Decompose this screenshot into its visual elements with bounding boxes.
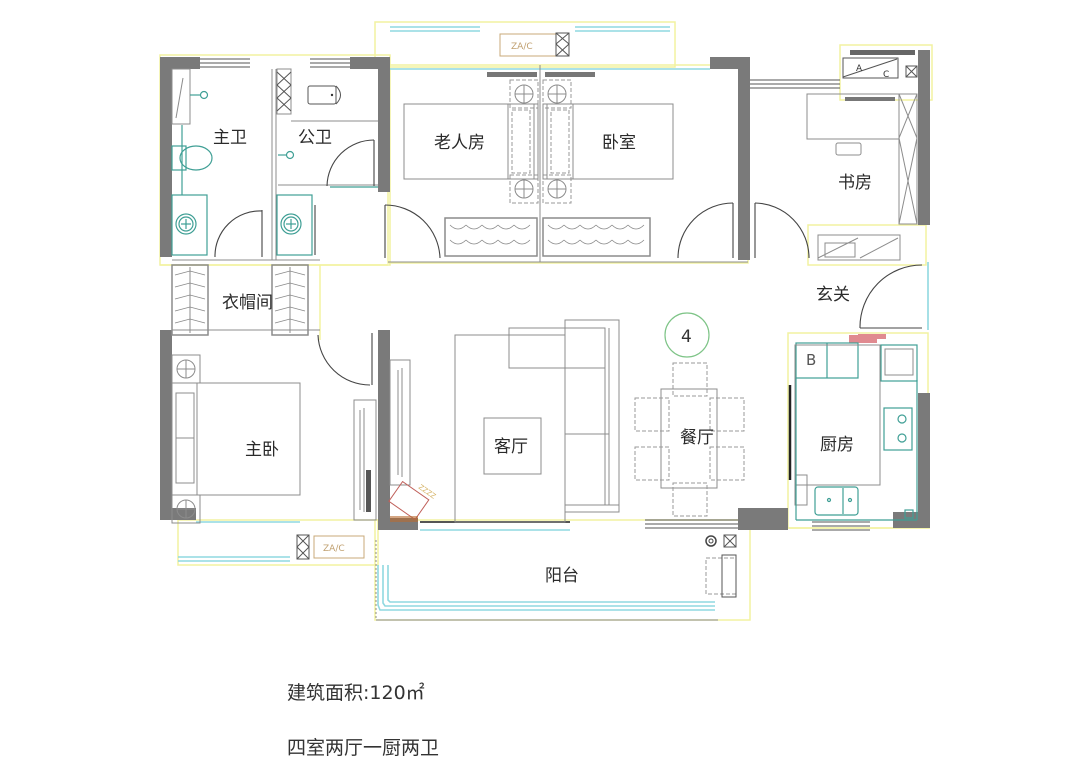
walls <box>160 50 930 530</box>
partitions <box>172 65 748 331</box>
room-label-bedroom: 卧室 <box>602 133 636 153</box>
bedrooms-top: ZA/C 老人房 <box>384 32 734 259</box>
room-label-master-bedroom: 主卧 <box>245 440 279 460</box>
room-label-study: 书房 <box>838 173 872 193</box>
study: A C 书房 <box>754 50 918 259</box>
living-room: ZZZZ 客厅 <box>388 319 620 523</box>
area-unit: ㎡ <box>405 682 425 704</box>
foyer: 玄关 <box>816 234 923 339</box>
area-caption: 建筑面积:120㎡ <box>287 678 425 705</box>
room-label-balcony: 阳台 <box>545 566 579 586</box>
room-label-kitchen: 厨房 <box>820 435 854 455</box>
kitchen: B 厨房 <box>794 335 918 521</box>
ac-label-bottom: ZA/C <box>323 544 345 554</box>
room-label-elder-room: 老人房 <box>434 133 485 153</box>
walk-in-closet: 衣帽间 <box>171 264 373 386</box>
room-label-dining-room: 餐厅 <box>680 428 714 448</box>
windows <box>178 26 929 621</box>
master-bedroom: 主卧 <box>171 354 377 524</box>
room-label-master-bath: 主卫 <box>213 128 247 148</box>
dining-room: 4 餐厅 <box>634 312 745 517</box>
room-label-living-room: 客厅 <box>494 437 528 457</box>
unit-marker: 4 <box>681 327 692 347</box>
public-bath: 公卫 <box>276 68 378 256</box>
fridge-label: B <box>806 351 816 369</box>
room-label-public-bath: 公卫 <box>298 128 332 148</box>
area-caption-text: 建筑面积:120 <box>287 682 406 704</box>
ac-study-label-c: C <box>883 70 889 80</box>
ac-label-top: ZA/C <box>511 42 533 52</box>
layout-summary-caption: 四室两厅一厨两卫 <box>287 737 440 759</box>
room-label-walk-in-closet: 衣帽间 <box>222 293 273 313</box>
master-bath: 主卫 <box>171 68 263 258</box>
room-label-foyer: 玄关 <box>816 285 850 305</box>
balcony: ZA/C 阳台 <box>296 534 737 598</box>
ac-study-label-a: A <box>856 64 863 74</box>
